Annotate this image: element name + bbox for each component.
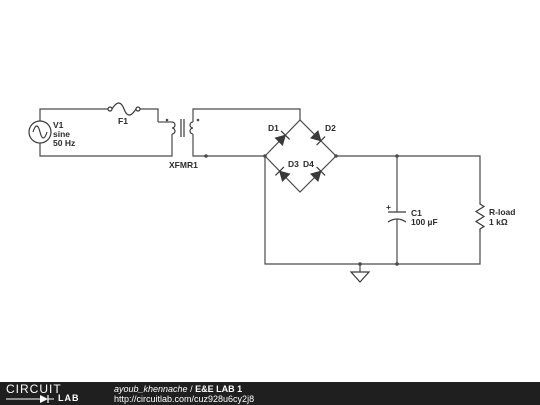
output-wires bbox=[264, 154, 481, 272]
capacitor-ref-label: C1 bbox=[411, 208, 422, 218]
circuit-url-link[interactable]: http://circuitlab.com/cuz928u6cy2j8 bbox=[114, 394, 255, 404]
source-ref-label: V1 bbox=[53, 120, 64, 130]
circuitlab-logo[interactable]: CIRCUIT LAB bbox=[6, 383, 102, 404]
circuit-title-link[interactable]: E&E LAB 1 bbox=[195, 384, 243, 394]
primary-wires bbox=[39, 108, 173, 157]
transformer-ref-label: XFMR1 bbox=[169, 160, 198, 170]
resistor-ref-label: R-load bbox=[489, 207, 515, 217]
logo-text-top: CIRCUIT bbox=[6, 382, 62, 396]
fuse-icon[interactable] bbox=[107, 102, 141, 116]
resistor-icon[interactable] bbox=[474, 202, 486, 232]
diode-d1-label: D1 bbox=[268, 123, 279, 133]
logo-text-bottom: LAB bbox=[58, 393, 80, 403]
source-freq-label: 50 Hz bbox=[53, 138, 75, 148]
source-type-label: sine bbox=[53, 129, 70, 139]
diode-d4-icon[interactable] bbox=[309, 166, 326, 183]
capacitor-icon[interactable] bbox=[387, 208, 407, 223]
resistor-value-label: 1 kΩ bbox=[489, 217, 508, 227]
footer-bar: CIRCUIT LAB ayoub_khennache / E&E LAB 1 … bbox=[0, 382, 540, 405]
circuit-credit: ayoub_khennache / E&E LAB 1 bbox=[114, 384, 242, 394]
credit-separator: / bbox=[187, 384, 196, 394]
circuit-schematic: V1 sine 50 Hz F1 XFMR1 D1 bbox=[28, 102, 515, 283]
diode-d3-label: D3 bbox=[288, 159, 299, 169]
ground-icon bbox=[349, 271, 371, 283]
author-link[interactable]: ayoub_khennache bbox=[114, 384, 188, 394]
fuse-ref-label: F1 bbox=[118, 116, 128, 126]
diode-d3-icon[interactable] bbox=[275, 166, 291, 183]
diode-d1-icon[interactable] bbox=[274, 130, 290, 147]
diode-d4-label: D4 bbox=[303, 159, 314, 169]
capacitor-value-label: 100 µF bbox=[411, 217, 438, 227]
logo-diode-icon bbox=[6, 395, 54, 403]
secondary-wires bbox=[192, 108, 301, 158]
diode-d2-icon[interactable] bbox=[309, 129, 326, 146]
capacitor-polarity-mark: + bbox=[386, 202, 391, 212]
sine-source-icon[interactable] bbox=[28, 120, 52, 144]
transformer-icon[interactable] bbox=[158, 118, 200, 137]
diode-d2-label: D2 bbox=[325, 123, 336, 133]
